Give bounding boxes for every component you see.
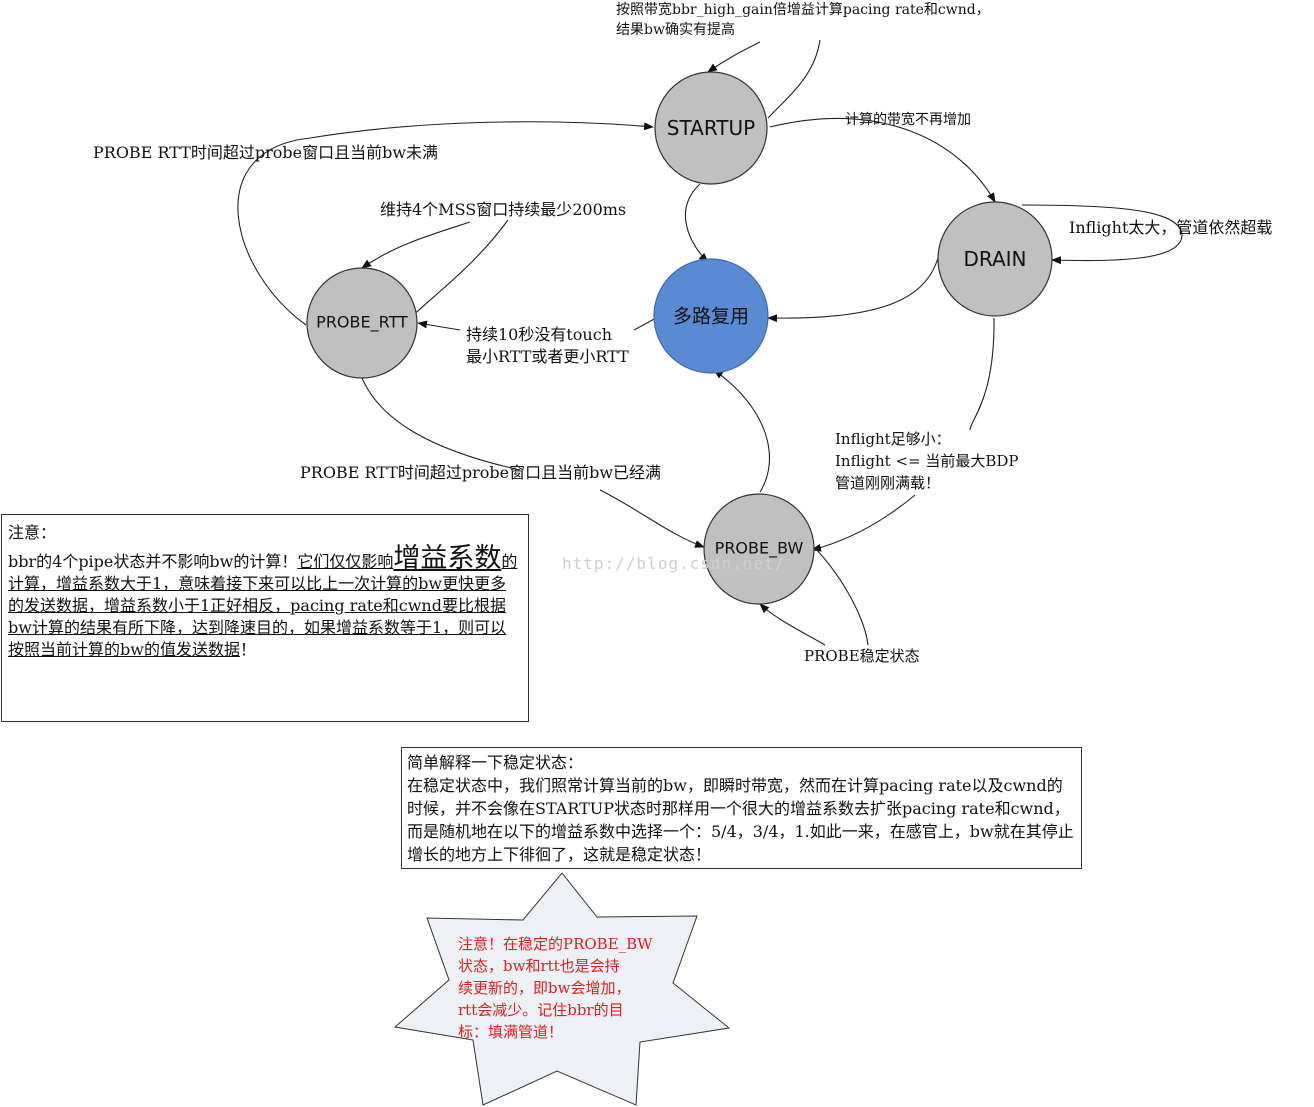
label-probe-rtt-to-startup: PROBE RTT时间超过probe窗口且当前bw未满 [93, 143, 439, 162]
edge-multiplex-to-probe-rtt-tail [633, 317, 657, 331]
edge-startup-self-in [707, 41, 761, 73]
steady-state-box: 简单解释一下稳定状态： 在稳定状态中，我们照常计算当前的bw，即瞬时带宽，然而在… [401, 747, 1082, 869]
note-box: 注意： bbr的4个pipe状态并不影响bw的计算！它们仅仅影响增益系数的计算，… [1, 514, 529, 722]
label-probe-bw-self: PROBE稳定状态 [804, 647, 920, 665]
state-multiplex [653, 258, 769, 374]
edge-probe-rtt-to-probe-bw-tail [599, 489, 705, 548]
star-note: 注意！在稳定的PROBE_BW 状态，bw和rtt也是会持 续更新的，即bw会增… [458, 935, 653, 1041]
state-label-startup: STARTUP [666, 116, 756, 140]
edge-probe-rtt-self-out [407, 219, 509, 321]
edge-startup-self-out [767, 39, 821, 119]
state-label-drain: DRAIN [963, 247, 1027, 271]
edge-probe-rtt-self-in [361, 221, 471, 269]
edge-drain-to-probe-bw-tail [811, 494, 916, 552]
steady-state-title: 简单解释一下稳定状态： [407, 753, 584, 772]
edge-probe-bw-to-multiplex [713, 369, 771, 493]
state-probe-bw [703, 493, 815, 605]
label-startup-self: 按照带宽bbr_high_gain倍增益计算pacing rate和cwnd， … [616, 2, 990, 38]
state-label-probe-bw: PROBE_BW [714, 538, 804, 558]
edge-probe-rtt-to-startup [237, 121, 654, 326]
star-shape [393, 872, 731, 1106]
label-probe-rtt-to-probe-bw: PROBE RTT时间超过probe窗口且当前bw已经满 [300, 463, 662, 482]
edge-multiplex-to-probe-rtt [417, 320, 461, 331]
label-drain-self: Inflight太大，管道依然超载 [1069, 218, 1273, 237]
label-multiplex-to-probe-rtt: 持续10秒没有touch 最小RTT或者更小RTT [466, 325, 629, 366]
edge-probe-bw-self-out [814, 547, 869, 646]
edge-drain-self [1021, 204, 1183, 265]
state-label-probe-rtt: PROBE_RTT [316, 312, 408, 332]
label-drain-to-probe-bw: Inflight足够小： Inflight <= 当前最大BDP 管道刚刚满载！ [835, 430, 1019, 492]
edge-drain-to-probe-bw [969, 317, 995, 431]
note-box-body: bbr的4个pipe状态并不影响bw的计算！它们仅仅影响增益系数的计算，增益系数… [8, 543, 518, 659]
note-box-title: 注意： [8, 523, 57, 542]
watermark: http://blog.csdn.net/ [562, 554, 786, 573]
state-label-multiplex: 多路复用 [672, 305, 750, 328]
edge-probe-rtt-to-probe-bw [361, 377, 521, 471]
state-startup [654, 71, 768, 185]
label-probe-rtt-self: 维持4个MSS窗口持续最少200ms [380, 200, 627, 219]
state-drain [937, 201, 1053, 317]
edge-startup-to-multiplex [684, 183, 709, 263]
label-startup-to-drain: 计算的带宽不再增加 [845, 112, 971, 128]
edge-drain-to-multiplex [767, 257, 939, 323]
steady-state-text: 在稳定状态中，我们照常计算当前的bw，即瞬时带宽，然而在计算pacing rat… [407, 776, 1074, 864]
state-probe-rtt [306, 267, 418, 379]
edge-startup-to-drain [769, 117, 996, 203]
edge-probe-bw-self-in [759, 603, 826, 646]
